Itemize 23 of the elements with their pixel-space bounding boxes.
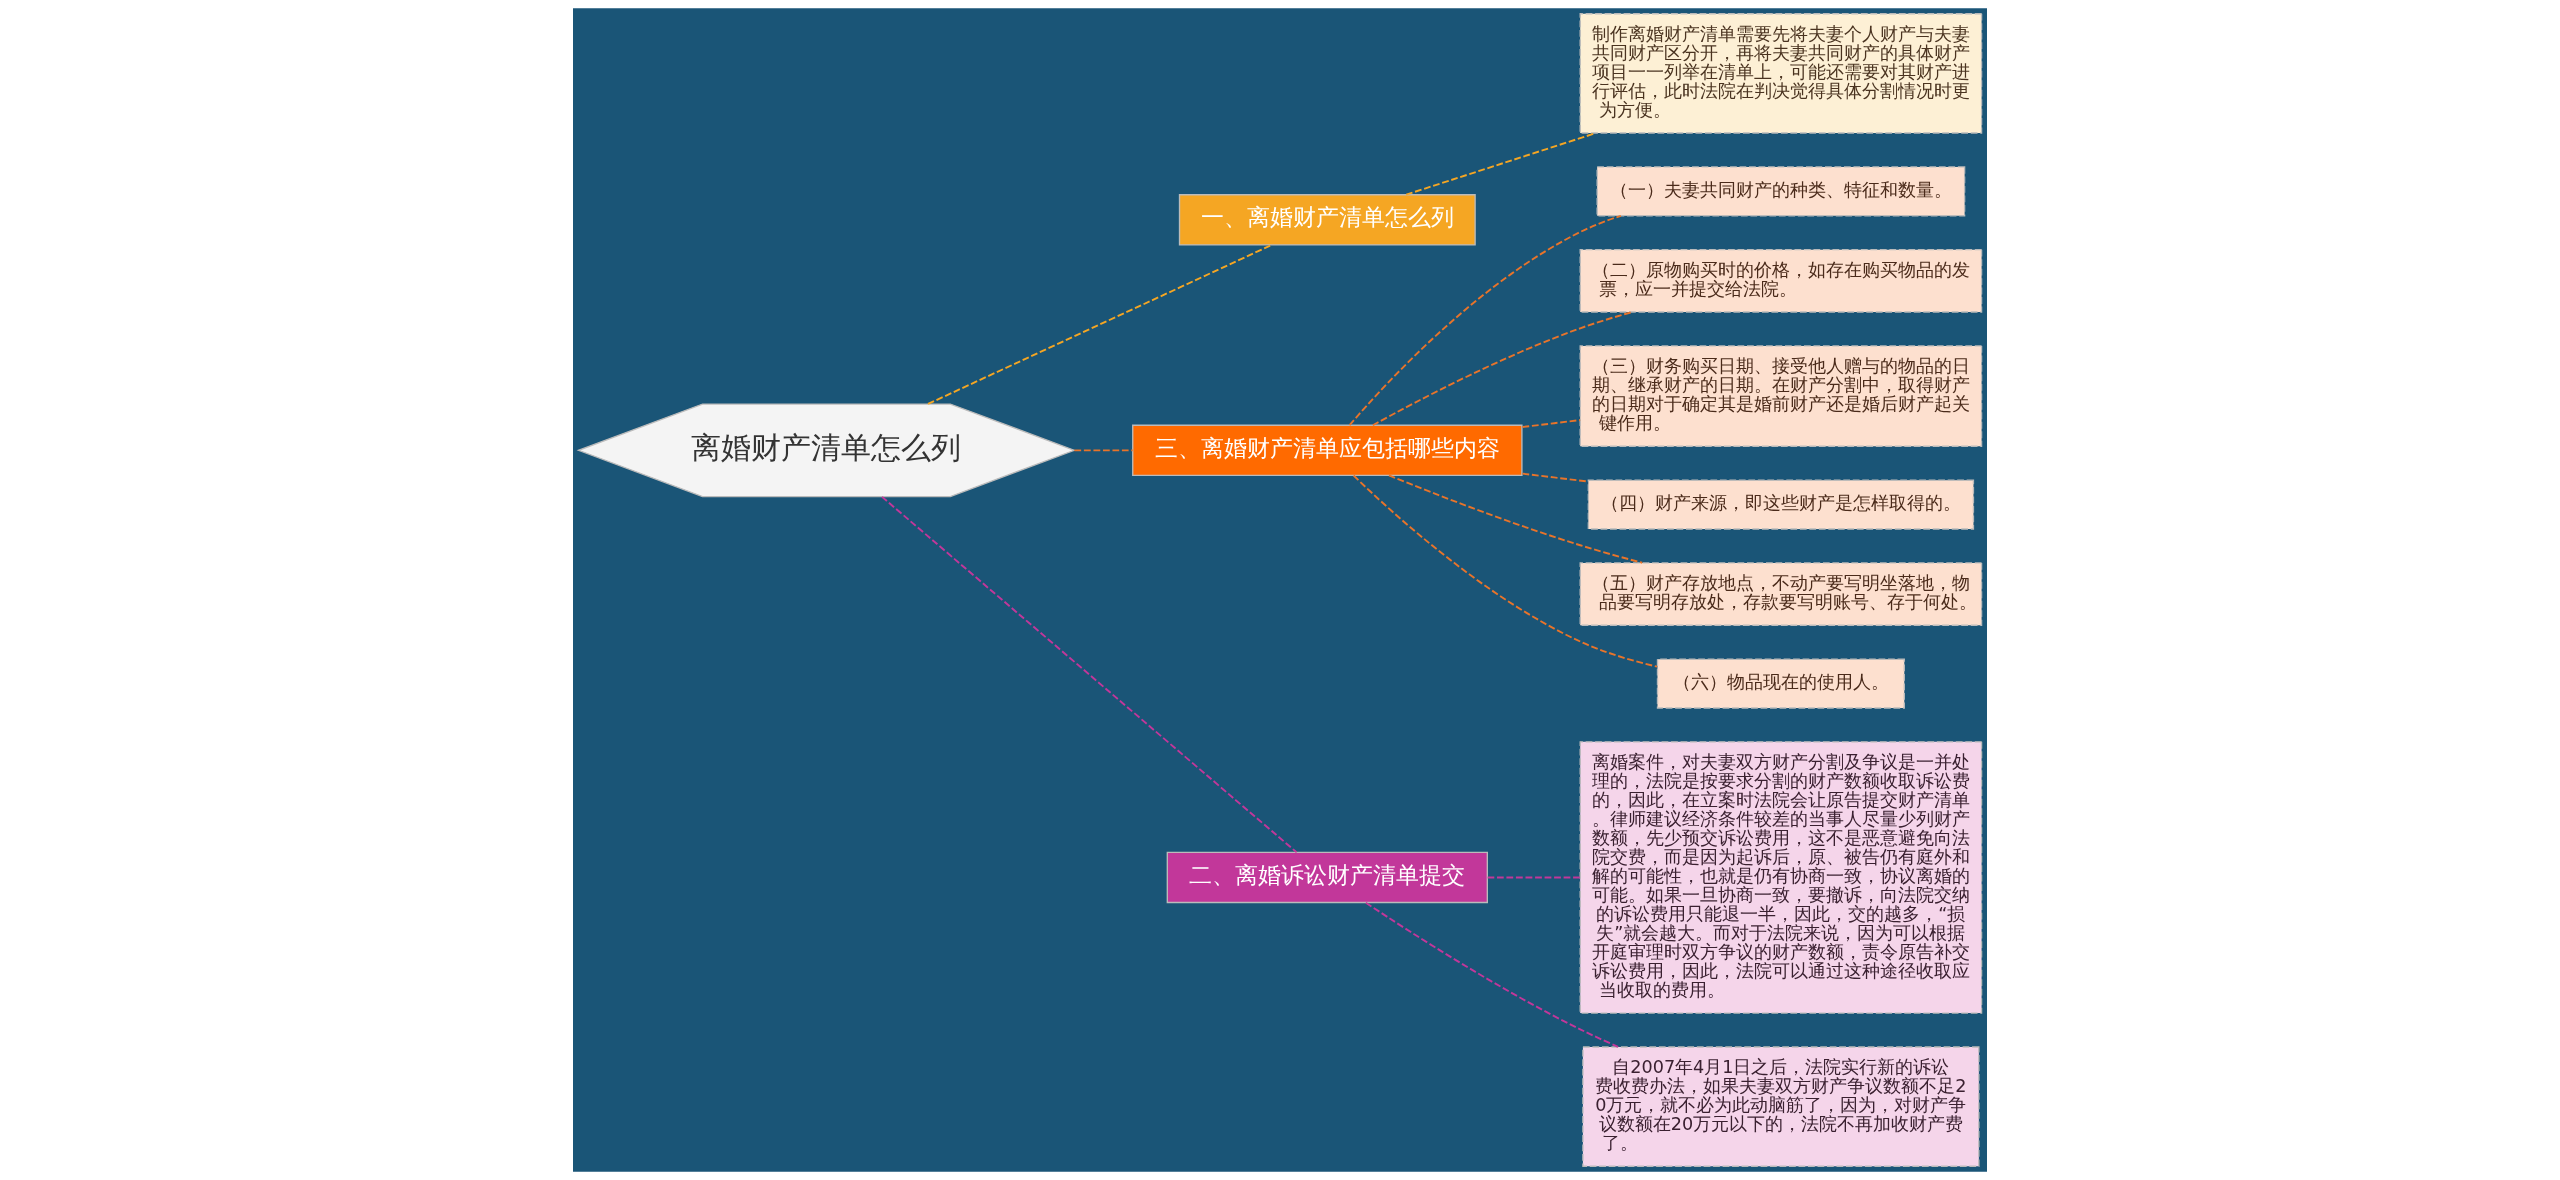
node-box: 一、离婚财产清单怎么列 [1178, 194, 1476, 246]
node-box: 自2007年4月1日之后，法院实行新的诉讼费收费办法，如果夫妻双方财产争议数额不足20万元，就不必为此动脑筋了，因为，对财产争议数额在20万元以下的，法院不再加收财产费了。 [1582, 1046, 1980, 1167]
connector [1364, 901, 1619, 1048]
connector [1352, 474, 1659, 668]
node-box: 三、离婚财产清单应包括哪些内容 [1132, 424, 1523, 477]
connector [927, 244, 1273, 405]
node-box: （六）物品现在的使用人。 [1656, 658, 1905, 709]
node-box: （三）财务购买日期、接受他人赠与的物品的日期、继承财产的日期。在财产分割中，取得财产的日期对于确定其是婚前财产还是婚后财产起关键作用。 [1579, 345, 1983, 447]
connector [1073, 449, 1134, 452]
connector [1371, 311, 1633, 427]
node-box: 二、离婚诉讼财产清单提交 [1166, 851, 1488, 904]
connector [1521, 472, 1589, 483]
node-box: （二）原物购买时的价格，如存在购买物品的发票，应一并提交给法院。 [1579, 248, 1983, 313]
node-box: 离婚案件，对夫妻双方财产分割及争议是一并处理的，法院是按要求分割的财产数额收取诉讼费的，因此，在立案时法院会让原告提交财产清单。律师建议经济条件较差的当事人尽量少列财产数额，先少预交诉讼费用，这不是恶意避免向法院交费，而是因为起诉后，原、被告仍有庭外和解的可能性，也就是仍有协商一致，协议离婚的可能。如果一旦协商一致，要撤诉，向法院交纳的诉讼费用只能退一半，因此，交的越多，“损失”就会越大。而对于法院来说，因为可以根据开庭审理时双方争议的财产数额，责令原告补交诉讼费用，因此，法院可以通过这种途径收取应当收取的费用。 [1579, 741, 1983, 1014]
connector [1521, 419, 1582, 428]
connector [1348, 214, 1622, 426]
node-box: （一）夫妻共同财产的种类、特征和数量。 [1596, 166, 1966, 217]
node-box: 制作离婚财产清单需要先将夫妻个人财产与夫妻共同财产区分开，再将夫妻共同财产的具体财产项目一一列举在清单上，可能还需要对其财产进行评估，此时法院在判决觉得具体分割情况时更为方便。 [1579, 13, 1983, 134]
node-box: （四）财产来源，即这些财产是怎样取得的。 [1587, 479, 1975, 530]
connector [1486, 876, 1582, 879]
connector [881, 495, 1298, 854]
node-box: （五）财产存放地点，不动产要写明坐落地，物品要写明存放处，存款要写明账号、存于何处。 [1579, 562, 1983, 626]
connector [1388, 474, 1644, 564]
